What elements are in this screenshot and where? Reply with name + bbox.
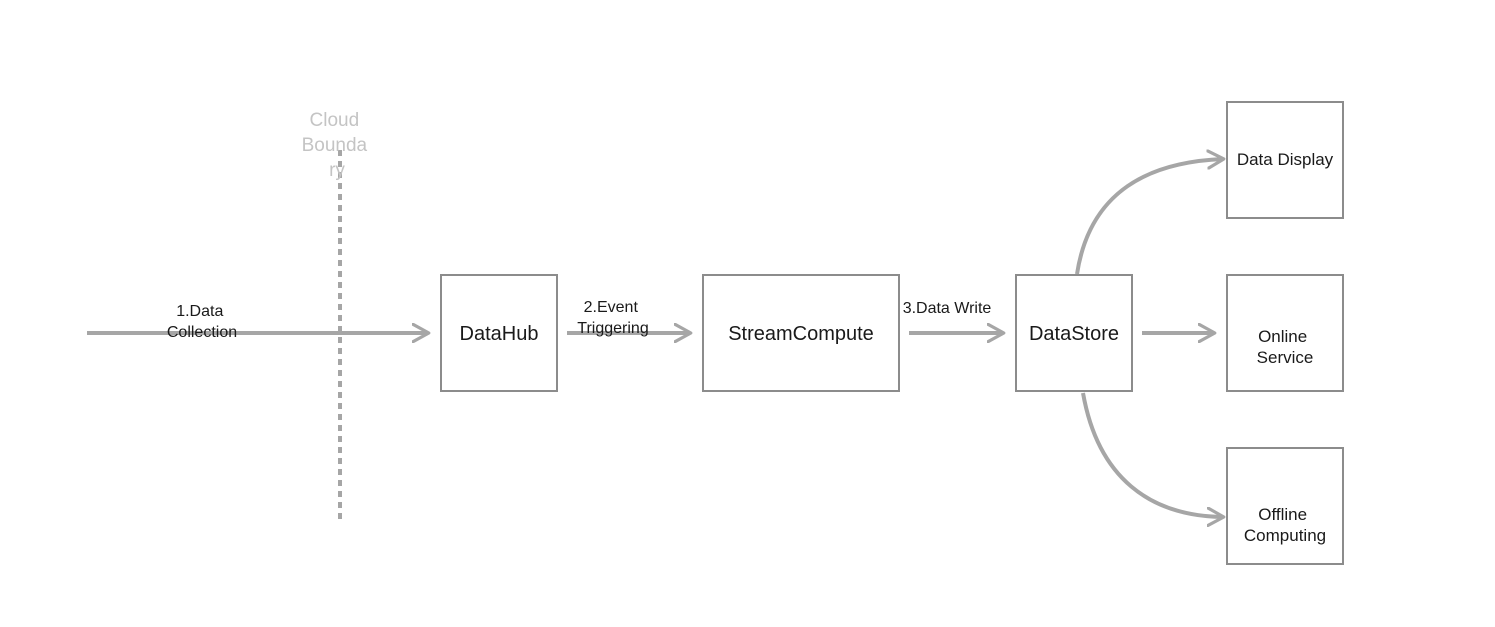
- edge-to-offline-computing: [1081, 392, 1223, 517]
- cloud-boundary-label-line-2: Bounda: [302, 135, 368, 156]
- node-datastore-label-line-1: DataStore: [1029, 323, 1119, 345]
- node-datahub-box: [440, 274, 558, 392]
- edge-label-event-triggering: 2.Event Triggering: [577, 299, 648, 337]
- node-streamcompute-label: StreamCompute: [728, 323, 874, 345]
- node-data-display-label: Data Display: [1237, 150, 1334, 169]
- edge-to-data-display: [1075, 159, 1223, 275]
- node-datastore-label: DataStore: [1029, 323, 1119, 345]
- node-streamcompute-box: [702, 274, 900, 392]
- node-offline-computing: Offline Computing: [1226, 447, 1344, 565]
- node-datahub-label: DataHub: [460, 323, 539, 345]
- node-offline-computing-label: Offline Computing: [1244, 505, 1326, 545]
- edge-label-data-collection-line-1: 1.Data: [176, 303, 223, 320]
- cloud-boundary: Cloud Bounda ry: [302, 110, 373, 522]
- node-data-display: Data Display: [1226, 101, 1344, 219]
- edges: [87, 159, 1223, 517]
- node-offline-computing-label-line-1: Offline: [1258, 505, 1307, 524]
- edge-label-data-collection-line-2: Collection: [167, 324, 237, 341]
- edge-label-data-write: 3.Data Write: [903, 300, 992, 317]
- node-datastore-box: [1015, 274, 1133, 392]
- node-data-display-label-line-1: Data Display: [1237, 150, 1334, 169]
- edge-label-data-write-line-1: 3.Data Write: [903, 300, 992, 317]
- edge-label-event-triggering-line-1: 2.Event: [584, 299, 639, 316]
- node-online-service-box: [1226, 274, 1344, 392]
- node-online-service-label-line-1: Online: [1258, 327, 1307, 346]
- edge-labels: 1.Data Collection 2.Event Triggering 3.D…: [167, 299, 992, 341]
- cloud-boundary-label-line-3: ry: [329, 160, 345, 181]
- node-data-display-box: [1226, 101, 1344, 219]
- node-datahub-label-line-1: DataHub: [460, 323, 539, 345]
- node-offline-computing-box: [1226, 447, 1344, 565]
- edge-label-data-collection: 1.Data Collection: [167, 303, 237, 341]
- node-streamcompute-label-line-1: StreamCompute: [728, 323, 874, 345]
- node-datastore: DataStore: [1015, 274, 1133, 392]
- cloud-boundary-label-line-1: Cloud: [310, 110, 360, 131]
- node-datahub: DataHub: [440, 274, 558, 392]
- node-online-service-label: Online Service: [1257, 327, 1314, 367]
- cloud-boundary-label: Cloud Bounda ry: [302, 110, 373, 181]
- node-online-service-label-line-2: Service: [1257, 348, 1314, 367]
- edge-label-event-triggering-line-2: Triggering: [577, 320, 648, 337]
- node-offline-computing-label-line-2: Computing: [1244, 526, 1326, 545]
- node-online-service: Online Service: [1226, 274, 1344, 392]
- node-streamcompute: StreamCompute: [702, 274, 900, 392]
